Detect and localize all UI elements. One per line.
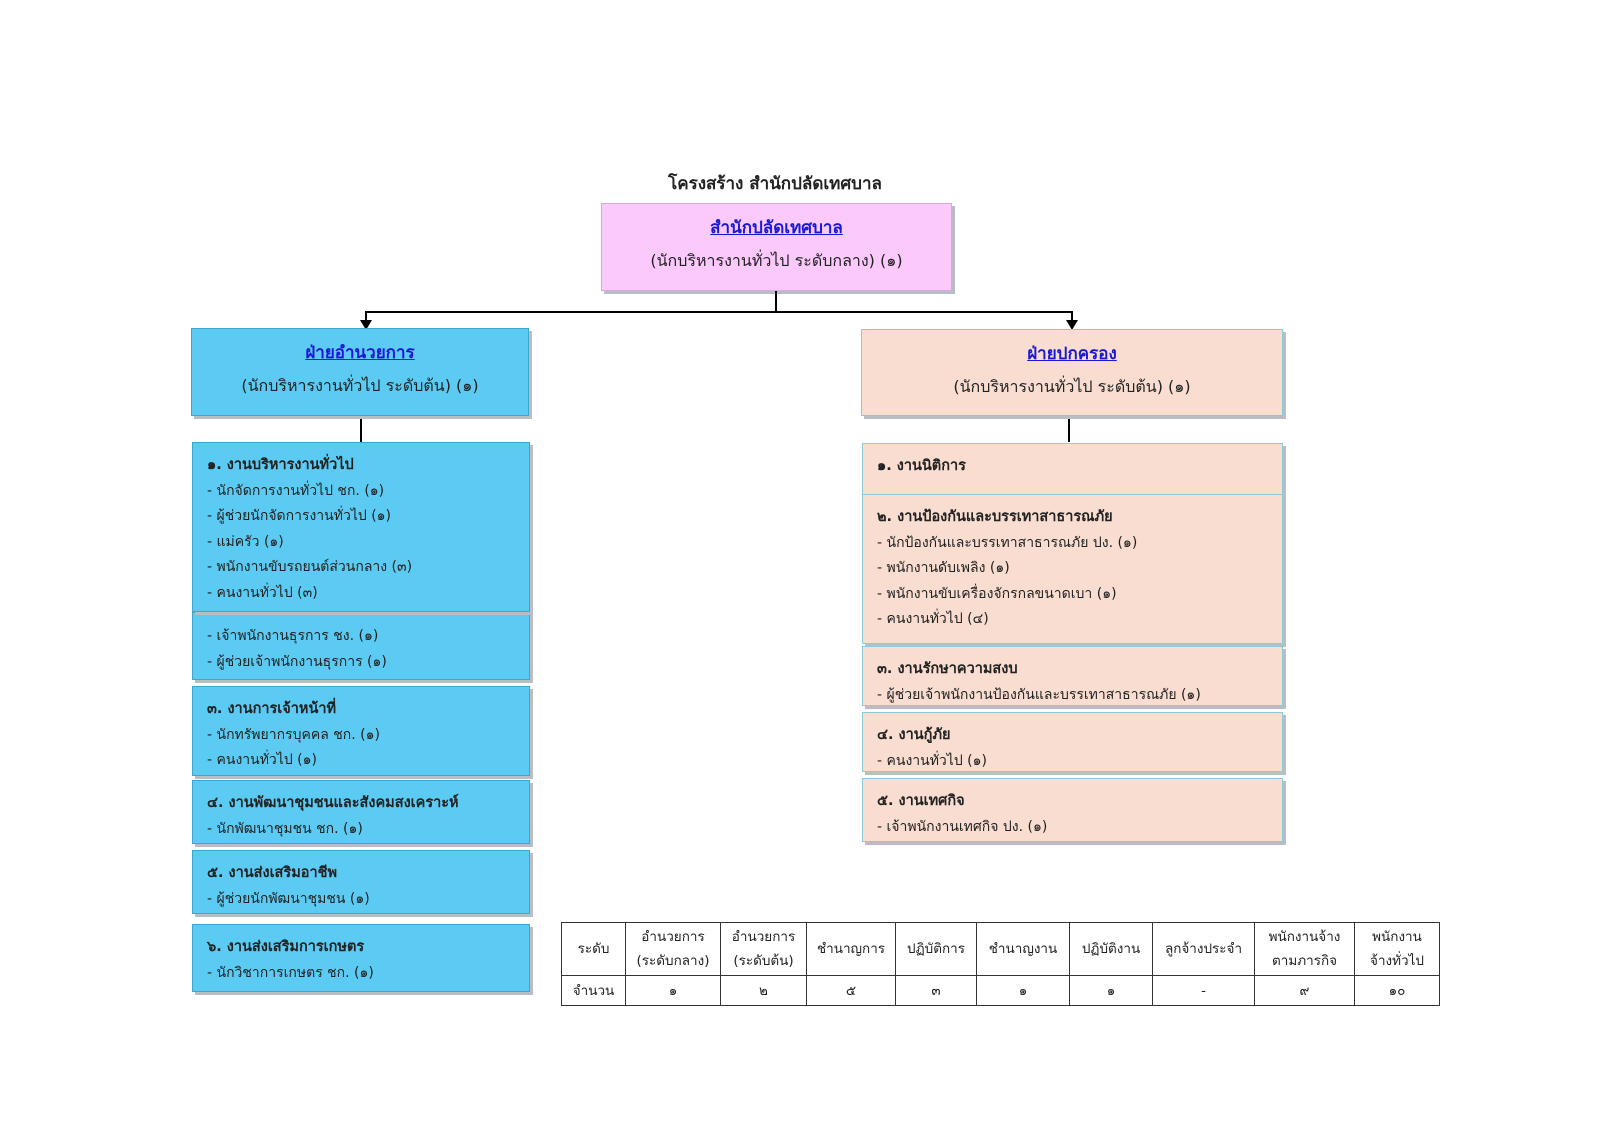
right-division-box: ฝ่ายปกครอง (นักบริหารงานทั่วไป ระดับต้น)… (861, 329, 1283, 416)
list-item: - นักทรัพยากรบุคคล ชก. (๑) (207, 726, 380, 743)
table-header-cell: ปฏิบัติการ (895, 922, 977, 976)
connector-left-head (360, 416, 362, 442)
list-item: - คนงานทั่วไป (๓) (207, 584, 318, 601)
section-title: ๖. งานส่งเสริมการเกษตร (207, 939, 365, 955)
list-item: - พนักงานขับรถยนต์ส่วนกลาง (๓) (207, 559, 413, 575)
connector-horizontal (365, 311, 1072, 313)
list-item: - นักวิชาการเกษตร ชก. (๑) (207, 964, 374, 981)
table-cell: ๒ (720, 975, 807, 1006)
table-cell: - (1152, 975, 1255, 1006)
right-section-4: ๕. งานเทศกิจ - เจ้าพนักงานเทศกิจ ปง. (๑) (862, 778, 1283, 842)
connector-right-down (1071, 311, 1073, 322)
table-cell: ๕ (806, 975, 896, 1006)
arrow-right (1066, 320, 1078, 330)
section-title: ๓. งานการเจ้าหน้าที่ (207, 701, 337, 717)
table-header-row: ระดับ อำนวยการ (ระดับกลาง) อำนวยการ (ระดับ… (561, 922, 1440, 976)
table-header-cell: พนักงานจ้างตามภารกิจ (1254, 922, 1355, 976)
connector-top-down (775, 291, 777, 311)
list-item: - เจ้าพนักงานธุรการ ชง. (๑) (207, 628, 379, 644)
left-section-1: - เจ้าพนักงานธุรการ ชง. (๑) - ผู้ช่วยเจ้… (192, 612, 530, 680)
section-title: ๕. งานส่งเสริมอาชีพ (207, 865, 337, 881)
right-section-1: ๒. งานป้องกันและบรรเทาสาธารณภัย - นักป้อ… (862, 494, 1283, 644)
left-section-4: ๕. งานส่งเสริมอาชีพ - ผู้ช่วยนักพัฒนาชุม… (192, 850, 530, 914)
list-item: - ผู้ช่วยเจ้าพนักงานป้องกันและบรรเทาสาธา… (877, 686, 1201, 703)
right-section-2: ๓. งานรักษาความสงบ - ผู้ช่วยเจ้าพนักงานป… (862, 646, 1283, 706)
section-title: ๔. งานพัฒนาชุมชนและสังคมสงเคราะห์ (207, 795, 459, 811)
section-title: ๕. งานเทศกิจ (877, 793, 965, 809)
left-division-sub: (นักบริหารงานทั่วไป ระดับต้น) (๑) (241, 376, 479, 395)
left-division-name: ฝ่ายอำนวยการ (305, 343, 415, 363)
table-cell: ๑ (976, 975, 1070, 1006)
left-section-3: ๔. งานพัฒนาชุมชนและสังคมสงเคราะห์ - นักพ… (192, 780, 530, 844)
count-label: จำนวน (561, 975, 626, 1006)
list-item: - ผู้ช่วยเจ้าพนักงานธุรการ (๑) (207, 653, 387, 670)
table-header-cell: ลูกจ้างประจำ (1152, 922, 1255, 976)
list-item: - ผู้ช่วยนักพัฒนาชุมชน (๑) (207, 890, 370, 907)
table-row: จำนวน ๑ ๒ ๕ ๓ ๑ ๑ - ๙ ๑๐ (561, 975, 1440, 1006)
list-item: - คนงานทั่วไป (๑) (207, 752, 317, 768)
list-item: - นักพัฒนาชุมชน ชก. (๑) (207, 820, 363, 837)
left-division-box: ฝ่ายอำนวยการ (นักบริหารงานทั่วไป ระดับต้… (191, 328, 529, 416)
list-item: - พนักงานขับเครื่องจักรกลขนาดเบา (๑) (877, 585, 1117, 602)
header-line-2: ตามภารกิจ (1271, 953, 1338, 969)
list-item: - ผู้ช่วยนักจัดการงานทั่วไป (๑) (207, 508, 392, 524)
list-item: - คนงานทั่วไป (๔) (877, 611, 989, 627)
header-line-1: อำนวยการ (731, 929, 796, 945)
list-item: - คนงานทั่วไป (๑) (877, 752, 987, 769)
right-section-3: ๔. งานกู้ภัย - คนงานทั่วไป (๑) (862, 712, 1283, 772)
right-division-sub: (นักบริหารงานทั่วไป ระดับต้น) (๑) (953, 377, 1191, 396)
section-title: ๓. งานรักษาความสงบ (877, 661, 1018, 677)
list-item: - นักจัดการงานทั่วไป ชก. (๑) (207, 482, 385, 499)
header-line-2: (ระดับต้น) (733, 953, 794, 969)
header-line-1: อำนวยการ (641, 929, 705, 945)
header-line-2: จ้างทั่วไป (1370, 953, 1424, 969)
table-cell: ๑ (625, 975, 721, 1006)
top-office-sub: (นักบริหารงานทั่วไป ระดับกลาง) (๑) (650, 251, 903, 270)
table-header-cell: ปฏิบัติงาน (1069, 922, 1153, 976)
table-cell: ๙ (1254, 975, 1355, 1006)
list-item: - เจ้าพนักงานเทศกิจ ปง. (๑) (877, 818, 1048, 835)
left-section-5: ๖. งานส่งเสริมการเกษตร - นักวิชาการเกษตร… (192, 924, 530, 992)
header-line-1: พนักงาน (1372, 929, 1422, 945)
table-header-cell: ชำนาญการ (806, 922, 896, 976)
list-item: - แม่ครัว (๑) (207, 533, 284, 550)
level-label: ระดับ (561, 922, 626, 976)
left-section-2: ๓. งานการเจ้าหน้าที่ - นักทรัพยากรบุคคล … (192, 686, 530, 776)
arrow-left (360, 320, 372, 330)
table-header-cell: อำนวยการ (ระดับต้น) (720, 922, 807, 976)
table-cell: ๑ (1069, 975, 1153, 1006)
list-item: - นักป้องกันและบรรเทาสาธารณภัย ปง. (๑) (877, 534, 1138, 551)
list-item: - พนักงานดับเพลิง (๑) (877, 560, 1010, 576)
table-header-cell: อำนวยการ (ระดับกลาง) (625, 922, 721, 976)
table-header-cell: พนักงานจ้างทั่วไป (1354, 922, 1440, 976)
table-cell: ๑๐ (1354, 975, 1440, 1006)
section-title: ๒. งานป้องกันและบรรเทาสาธารณภัย (877, 509, 1113, 525)
table-header-cell: ชำนาญงาน (976, 922, 1070, 976)
top-office-box: สำนักปลัดเทศบาล (นักบริหารงานทั่วไป ระดั… (601, 203, 952, 291)
section-title: ๑. งานบริหารงานทั่วไป (207, 457, 354, 473)
left-section-0: ๑. งานบริหารงานทั่วไป - นักจัดการงานทั่ว… (192, 442, 530, 612)
connector-right-head (1068, 416, 1070, 442)
section-title: ๑. งานนิติการ (877, 458, 966, 474)
staff-count-table: ระดับ อำนวยการ (ระดับกลาง) อำนวยการ (ระดับ… (561, 922, 1440, 1006)
section-title: ๔. งานกู้ภัย (877, 727, 951, 743)
page-title: โครงสร้าง สำนักปลัดเทศบาล (668, 174, 882, 194)
connector-left-down (365, 311, 367, 322)
right-division-name: ฝ่ายปกครอง (1027, 344, 1117, 364)
header-line-2: (ระดับกลาง) (636, 953, 710, 969)
header-line-1: พนักงานจ้าง (1268, 929, 1341, 945)
table-cell: ๓ (895, 975, 977, 1006)
top-office-name: สำนักปลัดเทศบาล (710, 218, 843, 238)
